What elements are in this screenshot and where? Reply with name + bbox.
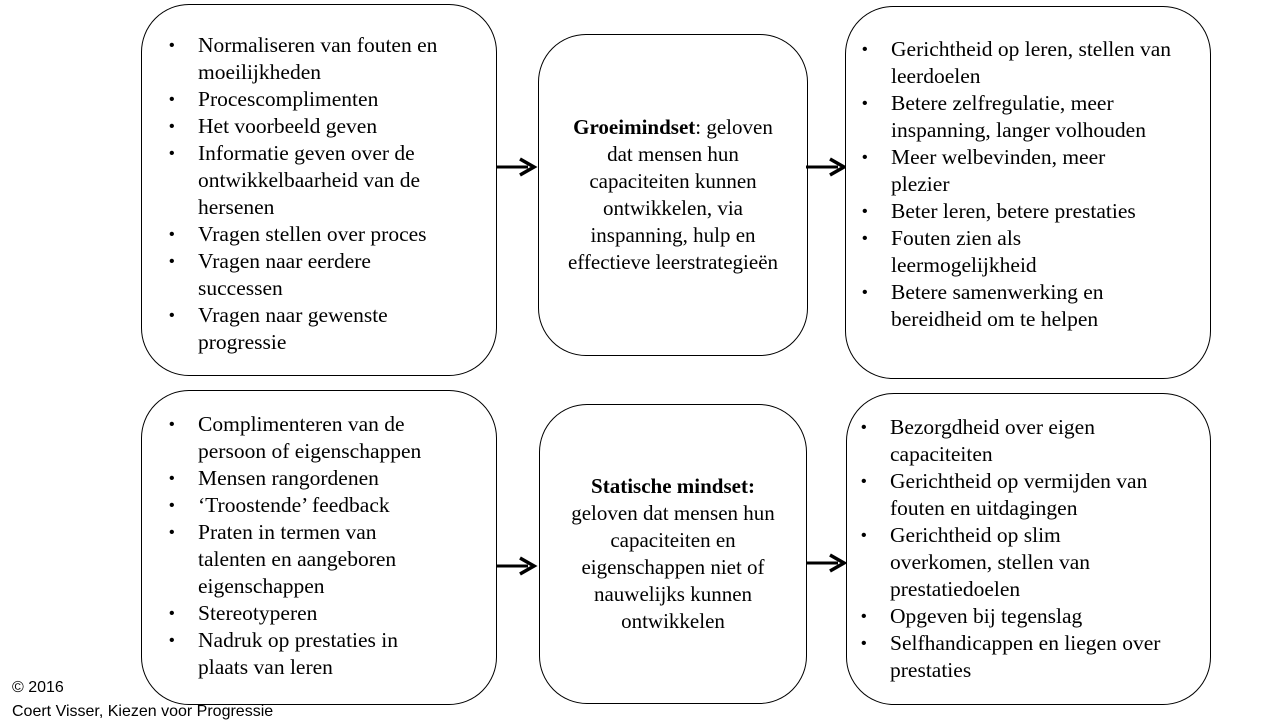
list-item: Procescomplimenten xyxy=(169,86,496,113)
growth-effects-box: Gerichtheid op leren, stellen van leerdo… xyxy=(845,6,1211,379)
list-item: Fouten zien als leermogelijkheid xyxy=(862,225,1131,279)
list-item: Gerichtheid op leren, stellen van leerdo… xyxy=(862,36,1191,90)
list-item: Bezorgdheid over eigen capaciteiten xyxy=(861,414,1150,468)
copyright-text: © 2016 xyxy=(12,679,64,696)
arrow-right-icon xyxy=(806,157,848,177)
list-item: Betere zelfregulatie, meer inspanning, l… xyxy=(862,90,1161,144)
growth-causes-box: Normaliseren van fouten en moeilijkheden… xyxy=(141,4,497,376)
list-item: Meer welbevinden, meer plezier xyxy=(862,144,1151,198)
list-item: Informatie geven over de ontwikkelbaarhe… xyxy=(169,140,478,221)
footer-credit: © 2016 Coert Visser, Kiezen voor Progres… xyxy=(12,676,273,724)
arrow-right-icon xyxy=(806,553,848,573)
list-item: Vragen naar gewenste progressie xyxy=(169,302,438,356)
author-text: Coert Visser, Kiezen voor Progressie xyxy=(12,703,274,720)
growth-mindset-definition: Groeimindset: geloven dat mensen hun cap… xyxy=(567,115,779,274)
list-item: Praten in termen van talenten en aangebo… xyxy=(169,519,448,600)
list-item: Beter leren, betere prestaties xyxy=(862,198,1210,225)
fixed-causes-box: Complimenteren van de persoon of eigensc… xyxy=(141,390,497,705)
fixed-causes-list: Complimenteren van de persoon of eigensc… xyxy=(142,411,496,681)
list-item: Betere samenwerking en bereidheid om te … xyxy=(862,279,1151,333)
arrow-right-icon xyxy=(496,556,538,576)
list-item: ‘Troostende’ feedback xyxy=(169,492,496,519)
list-item: Opgeven bij tegenslag xyxy=(861,603,1210,630)
growth-effects-list: Gerichtheid op leren, stellen van leerdo… xyxy=(846,36,1210,333)
growth-mindset-box: Groeimindset: geloven dat mensen hun cap… xyxy=(538,34,808,356)
list-item: Vragen stellen over proces xyxy=(169,221,496,248)
list-item: Normaliseren van fouten en moeilijkheden xyxy=(169,32,468,86)
fixed-effects-box: Bezorgdheid over eigen capaciteiten Geri… xyxy=(846,393,1211,705)
fixed-mindset-title: Statische mindset: xyxy=(591,474,755,498)
list-item: Complimenteren van de persoon of eigensc… xyxy=(169,411,468,465)
growth-mindset-text: geloven dat mensen hun capaciteiten kunn… xyxy=(567,115,779,274)
list-item: Nadruk op prestaties in plaats van leren xyxy=(169,627,448,681)
list-item: Gerichtheid op slim overkomen, stellen v… xyxy=(861,522,1160,603)
growth-mindset-title: Groeimindset xyxy=(573,115,696,139)
arrow-right-icon xyxy=(496,157,538,177)
list-item: Mensen rangordenen xyxy=(169,465,496,492)
list-item: Stereotyperen xyxy=(169,600,496,627)
list-item: Gerichtheid op vermijden van fouten en u… xyxy=(861,468,1165,522)
fixed-effects-list: Bezorgdheid over eigen capaciteiten Geri… xyxy=(847,414,1210,684)
list-item: Het voorbeeld geven xyxy=(169,113,496,140)
list-item: Vragen naar eerdere successen xyxy=(169,248,428,302)
growth-causes-list: Normaliseren van fouten en moeilijkheden… xyxy=(142,32,496,356)
fixed-mindset-text: geloven dat mensen hun capaciteiten en e… xyxy=(571,501,775,633)
fixed-mindset-box: Statische mindset: geloven dat mensen hu… xyxy=(539,404,807,704)
list-item: Selfhandicappen en liegen over prestatie… xyxy=(861,630,1165,684)
fixed-mindset-definition: Statische mindset: geloven dat mensen hu… xyxy=(568,473,778,635)
